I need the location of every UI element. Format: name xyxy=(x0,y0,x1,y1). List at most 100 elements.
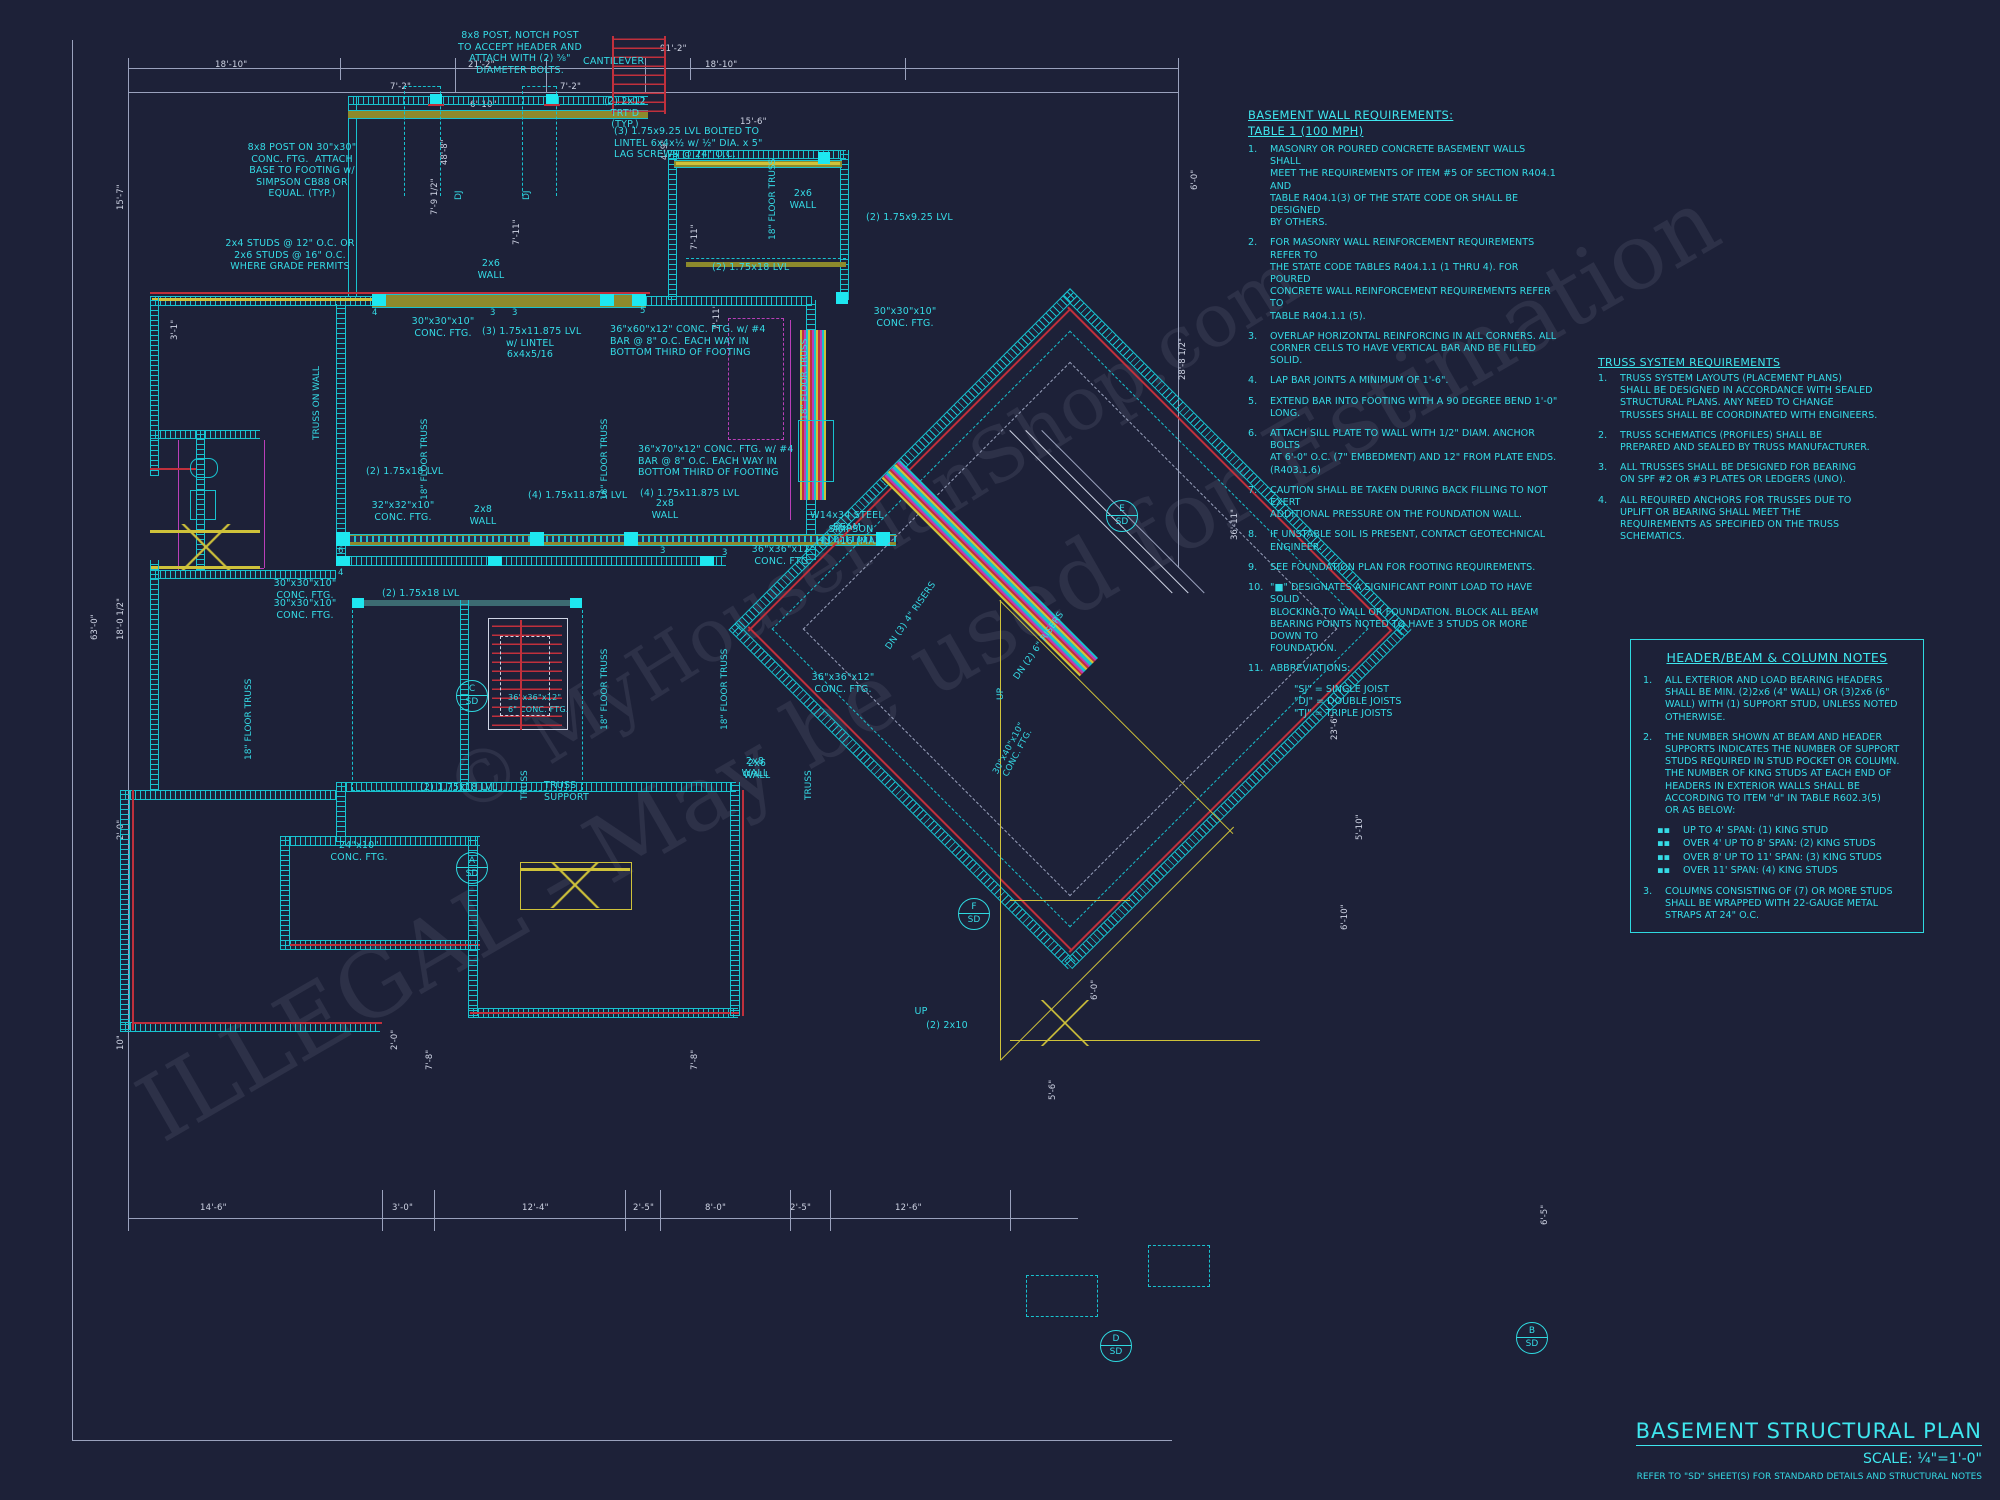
dim-top-inner-3: 6'-10" xyxy=(470,100,497,110)
title-block: BASEMENT STRUCTURAL PLAN SCALE: ¼"=1'-0"… xyxy=(1635,1419,1982,1482)
note-dj-1: DJ xyxy=(454,190,464,200)
note-item-text: COLUMNS CONSISTING OF (7) OR MORE STUDS … xyxy=(1665,886,1893,922)
note-18in-floor-truss-5: 18" FLOOR TRUSS xyxy=(768,158,778,240)
bubble-letter: B xyxy=(1528,1326,1536,1336)
bullet-icon: ▪▪ xyxy=(1657,825,1671,837)
note-36x60x12: 36"x60"x12" CONC. FTG. w/ #4 BAR @ 8" O.… xyxy=(610,324,766,358)
note-36x36x12: 36"x36"x12" CONC. FTG. xyxy=(751,544,815,567)
note-8x8-post-footing: 8x8 POST ON 30"x30" CONC. FTG. ATTACH BA… xyxy=(247,142,357,199)
detail-bubble-e[interactable]: E SD xyxy=(1106,500,1138,532)
dim-right-6: 6'-10" xyxy=(1340,904,1350,930)
dim-line-bottom xyxy=(128,1218,1078,1219)
note-item: 6.ATTACH SILL PLATE TO WALL WITH 1/2" DI… xyxy=(1248,428,1558,477)
note-18in-floor-truss-6: 18" FLOOR TRUSS xyxy=(800,338,810,420)
bubble-sheet: SD xyxy=(457,695,487,707)
detail-bubble-d[interactable]: D SD xyxy=(1100,1330,1132,1362)
note-18in-floor-truss-2: 18" FLOOR TRUSS xyxy=(420,418,430,500)
note-2-lvl-175x18-low: (2) 1.75x18 LVL xyxy=(382,588,460,599)
note-item: 3.ALL TRUSSES SHALL BE DESIGNED FOR BEAR… xyxy=(1598,462,1898,486)
note-lvl-bolted: (3) 1.75x9.25 LVL BOLTED TO LINTEL 6x4x½… xyxy=(614,126,763,160)
wall-center-mid xyxy=(336,556,726,566)
note-18in-floor-truss-4: 18" FLOOR TRUSS xyxy=(600,648,610,730)
refer-note: REFER TO "SD" SHEET(S) FOR STANDARD DETA… xyxy=(1636,1472,1982,1482)
dim-int-7: 7'-8" xyxy=(425,1049,435,1070)
note-item: 11.ABBREVIATIONS: xyxy=(1248,663,1558,675)
note-bullet: ▪▪ OVER 11' SPAN: (4) KING STUDS xyxy=(1657,865,1911,877)
dim-bottom-7: 12'-6" xyxy=(895,1203,922,1213)
note-bullet: ▪▪ UP TO 4' SPAN: (1) KING STUD xyxy=(1657,825,1911,837)
note-item-number: 9. xyxy=(1248,561,1258,573)
note-item: 4.LAP BAR JOINTS A MINIMUM OF 1'-6". xyxy=(1248,375,1558,387)
note-30x30x10-a: 30"x30"x10" CONC. FTG. xyxy=(411,316,475,339)
dim-int-2: 48'-8" xyxy=(440,139,450,165)
note-bullet-text: OVER 11' SPAN: (4) KING STUDS xyxy=(1683,864,1838,876)
bubble-sheet: SD xyxy=(1101,1345,1131,1357)
note-36x70x12: 36"x70"x12" CONC. FTG. w/ #4 BAR @ 8" O.… xyxy=(638,444,794,478)
bubble-letter: D xyxy=(1112,1334,1120,1344)
note-bullet: ▪▪OVER 8' UP TO 11' SPAN: (3) KING STUDS xyxy=(1657,852,1911,864)
note-item-text: "■" DESIGNATES A SIGNIFICANT POINT LOAD … xyxy=(1270,582,1539,655)
stud-count-4: 5 xyxy=(640,306,646,316)
dim-left-1: 15'-7" xyxy=(116,184,126,210)
dim-bottom-5: 8'-0" xyxy=(705,1203,727,1213)
note-2x12-trtd: (2) 2x12 TRT'D (TYP.) xyxy=(604,96,646,130)
note-4-lvl-11875-b: (4) 1.75x11.875 LVL xyxy=(640,488,740,499)
wall-center-left xyxy=(336,304,346,564)
note-item-number: 1. xyxy=(1643,675,1653,686)
dim-int-4: 7'-11" xyxy=(690,224,700,250)
note-24x10-ftg: 24"x10" CONC. FTG. xyxy=(330,840,388,863)
bubble-sheet: SD xyxy=(457,867,487,879)
note-30x40x10: (2) 2x10 xyxy=(926,1020,968,1031)
note-18in-floor-truss-7: 18" FLOOR TRUSS xyxy=(720,648,730,730)
note-item-number: 2. xyxy=(1643,731,1653,743)
note-item-number: 3. xyxy=(1248,330,1258,342)
note-item-text: IF UNSTABLE SOIL IS PRESENT, CONTACT GEO… xyxy=(1270,529,1546,553)
note-18in-floor-truss-3: 18" FLOOR TRUSS xyxy=(600,418,610,500)
note-item: 9. SEE FOUNDATION PLAN FOR FOOTING REQUIR… xyxy=(1248,562,1558,574)
note-up: 36"x36"x12" 6" CONC. FTG. xyxy=(508,693,569,714)
note-30x30x10-b: 30"x30"x10" CONC. FTG. xyxy=(273,578,337,601)
note-studs-grade: 2x4 STUDS @ 12" O.C. OR 2x6 STUDS @ 16" … xyxy=(225,238,355,272)
dim-bottom-6: 2'-5" xyxy=(790,1203,812,1213)
note-item-text: ALL EXTERIOR AND LOAD BEARING HEADERS SH… xyxy=(1665,675,1898,723)
note-bullet-text: UP TO 4' SPAN: (1) KING STUD xyxy=(1683,825,1829,837)
truss-system-requirements-block: TRUSS SYSTEM REQUIREMENTS 1.TRUSS SYSTEM… xyxy=(1598,356,1898,551)
dim-top-1: 18'-10" xyxy=(215,60,248,70)
stud-count-3: 3 xyxy=(512,308,518,318)
dim-bottom-2: 3'-0" xyxy=(392,1203,414,1213)
dim-int-8: 7'-8" xyxy=(690,1049,700,1070)
wall-left-upper xyxy=(150,296,159,476)
note-truss-9: TRUSS xyxy=(804,770,814,800)
bubble-sheet: SD xyxy=(959,913,989,925)
detail-bubble-c[interactable]: C SD xyxy=(456,680,488,712)
note-item-number: 2. xyxy=(1248,237,1258,249)
bullet-icon: ▪▪ xyxy=(1657,864,1671,876)
note-item-number: 2. xyxy=(1598,429,1608,441)
stud-count-1: 4 xyxy=(372,308,378,318)
dim-left-5: 3'-1" xyxy=(170,319,180,340)
bubble-letter: C xyxy=(468,684,476,694)
note-item-text: SEE FOUNDATION PLAN FOR FOOTING REQUIREM… xyxy=(1270,561,1536,573)
note-4-lvl-11875-a: (4) 1.75x11.875 LVL xyxy=(528,490,628,501)
note-item: 2.TRUSS SCHEMATICS (PROFILES) SHALL BE P… xyxy=(1598,430,1898,454)
dim-right-1: 6'-0" xyxy=(1190,169,1200,190)
beam-main-upper xyxy=(372,294,646,308)
detail-bubble-b[interactable]: B SD xyxy=(1516,1322,1548,1354)
note-2x6-wall-b: 2x6 WALL xyxy=(477,258,505,281)
wall-left-lower xyxy=(120,790,336,800)
dim-int-3: 7'-11" xyxy=(512,219,522,245)
stud-count-8: 6 xyxy=(338,546,344,556)
detail-bubble-a[interactable]: A SD xyxy=(456,852,488,884)
note-item-text: THE NUMBER SHOWN AT BEAM AND HEADER SUPP… xyxy=(1665,731,1900,817)
note-item-text: FOR MASONRY WALL REINFORCEMENT REQUIREME… xyxy=(1270,237,1551,322)
note-item-number: 3. xyxy=(1598,462,1608,474)
note-bullet: ▪▪OVER 4' UP TO 8' SPAN: (2) KING STUDS xyxy=(1657,838,1911,850)
dim-int-9: 2'-0" xyxy=(390,1029,400,1050)
note-w14x34-steel-beam: W14x34 STEEL BEAM xyxy=(810,510,884,533)
note-item: 1. ALL EXTERIOR AND LOAD BEARING HEADERS … xyxy=(1643,675,1911,724)
dim-bottom-3: 12'-4" xyxy=(522,1203,549,1213)
note-2-lvl-175x18-top: (2) 1.75x18 LVL xyxy=(712,262,790,273)
detail-bubble-f[interactable]: F SD xyxy=(958,898,990,930)
note-2x8-wall-b: 2x8 WALL xyxy=(651,498,679,521)
